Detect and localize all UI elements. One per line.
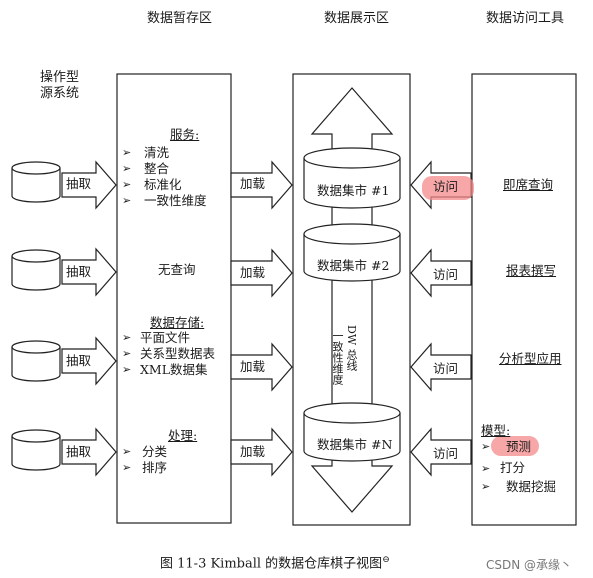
highlight-access-1 xyxy=(422,176,474,200)
access-arrow-4 xyxy=(410,427,472,477)
storage-item: XML数据集 xyxy=(140,362,208,377)
tool-analytic-app: 分析型应用 xyxy=(499,351,562,366)
storage-title: 数据存储: xyxy=(150,315,205,330)
data-mart-2-label: 数据集市 #2 xyxy=(317,258,390,273)
tool-adhoc-query: 即席查询 xyxy=(503,177,554,192)
services-item: 一致性维度 xyxy=(144,193,207,208)
header-source-systems: 操作型源系统 xyxy=(40,70,80,101)
models-item: 数据挖掘 xyxy=(506,479,557,494)
header-presentation: 数据展示区 xyxy=(324,11,390,26)
data-mart-1-label: 数据集市 #1 xyxy=(317,183,390,198)
bullet-icon: ➢ xyxy=(122,445,132,458)
bullet-icon: ➢ xyxy=(481,480,491,493)
load-label-4: 加载 xyxy=(240,444,266,459)
access-arrow-3 xyxy=(410,342,472,392)
bullet-icon: ➢ xyxy=(122,363,132,376)
source-database-icon-1 xyxy=(11,161,61,203)
services-item: 整合 xyxy=(144,161,170,176)
watermark: CSDN @承缘丶 xyxy=(486,558,573,572)
header-staging: 数据暂存区 xyxy=(147,11,213,26)
load-label-1: 加载 xyxy=(240,176,266,191)
bullet-icon: ➢ xyxy=(122,194,132,207)
access-tools-box xyxy=(471,73,577,526)
bullet-icon: ➢ xyxy=(122,331,132,344)
data-mart-cylinder-n xyxy=(303,402,401,462)
extract-arrow-4 xyxy=(61,427,117,477)
header-access-tools: 数据访问工具 xyxy=(486,11,565,26)
bullet-icon: ➢ xyxy=(122,347,132,360)
processing-item: 分类 xyxy=(142,444,168,459)
extract-label-4: 抽取 xyxy=(66,444,92,459)
source-database-icon-2 xyxy=(11,249,61,291)
extract-arrow-1 xyxy=(61,160,117,210)
tool-report-writing: 报表撰写 xyxy=(506,263,557,278)
presentation-box xyxy=(292,73,411,526)
storage-item: 关系型数据表 xyxy=(140,346,216,361)
load-arrow-1 xyxy=(230,160,293,210)
staging-box xyxy=(116,73,232,524)
no-query-label: 无查询 xyxy=(158,262,196,277)
access-label-3: 访问 xyxy=(433,361,459,376)
load-label-2: 加载 xyxy=(240,265,266,280)
extract-arrow-2 xyxy=(61,247,117,297)
extract-label-2: 抽取 xyxy=(66,264,92,279)
services-item: 标准化 xyxy=(144,177,182,192)
models-item: 打分 xyxy=(500,460,526,475)
data-mart-n-label: 数据集市 #N xyxy=(317,437,393,452)
load-label-3: 加载 xyxy=(240,359,266,374)
access-label-2: 访问 xyxy=(433,267,459,282)
extract-label-1: 抽取 xyxy=(66,176,92,191)
caption-footnote-mark: ⊖ xyxy=(382,555,390,565)
source-database-icon-3 xyxy=(11,340,61,382)
bullet-icon: ➢ xyxy=(122,162,132,175)
access-label-1: 访问 xyxy=(433,179,459,194)
load-arrow-4 xyxy=(230,427,293,477)
bullet-icon: ➢ xyxy=(122,461,132,474)
figure-caption: 图 11-3 Kimball 的数据仓库棋子视图⊖ xyxy=(160,553,390,571)
storage-item: 平面文件 xyxy=(140,330,191,345)
dw-bus-label: DW 总线 xyxy=(345,325,358,371)
bullet-icon: ➢ xyxy=(481,462,491,475)
bullet-icon: ➢ xyxy=(481,440,491,453)
load-arrow-3 xyxy=(230,342,293,392)
services-item: 清洗 xyxy=(144,145,170,160)
extract-label-3: 抽取 xyxy=(66,353,92,368)
data-mart-cylinder-2 xyxy=(303,223,401,282)
bullet-icon: ➢ xyxy=(122,178,132,191)
caption-text: 图 11-3 Kimball 的数据仓库棋子视图 xyxy=(160,556,383,572)
load-arrow-2 xyxy=(230,248,293,298)
services-title: 服务: xyxy=(170,127,200,142)
processing-item: 排序 xyxy=(142,460,168,475)
source-database-icon-4 xyxy=(11,429,61,471)
extract-arrow-3 xyxy=(61,336,117,386)
access-label-4: 访问 xyxy=(433,446,459,461)
bullet-icon: ➢ xyxy=(122,146,132,159)
models-title: 模型: xyxy=(481,423,511,438)
models-item: 预测 xyxy=(506,439,532,454)
highlight-predict xyxy=(491,436,539,456)
access-arrow-2 xyxy=(410,248,472,298)
data-mart-cylinder-1 xyxy=(303,147,401,209)
processing-title: 处理: xyxy=(168,428,198,443)
conformed-dimension-label: 一致性维度 xyxy=(331,330,344,385)
